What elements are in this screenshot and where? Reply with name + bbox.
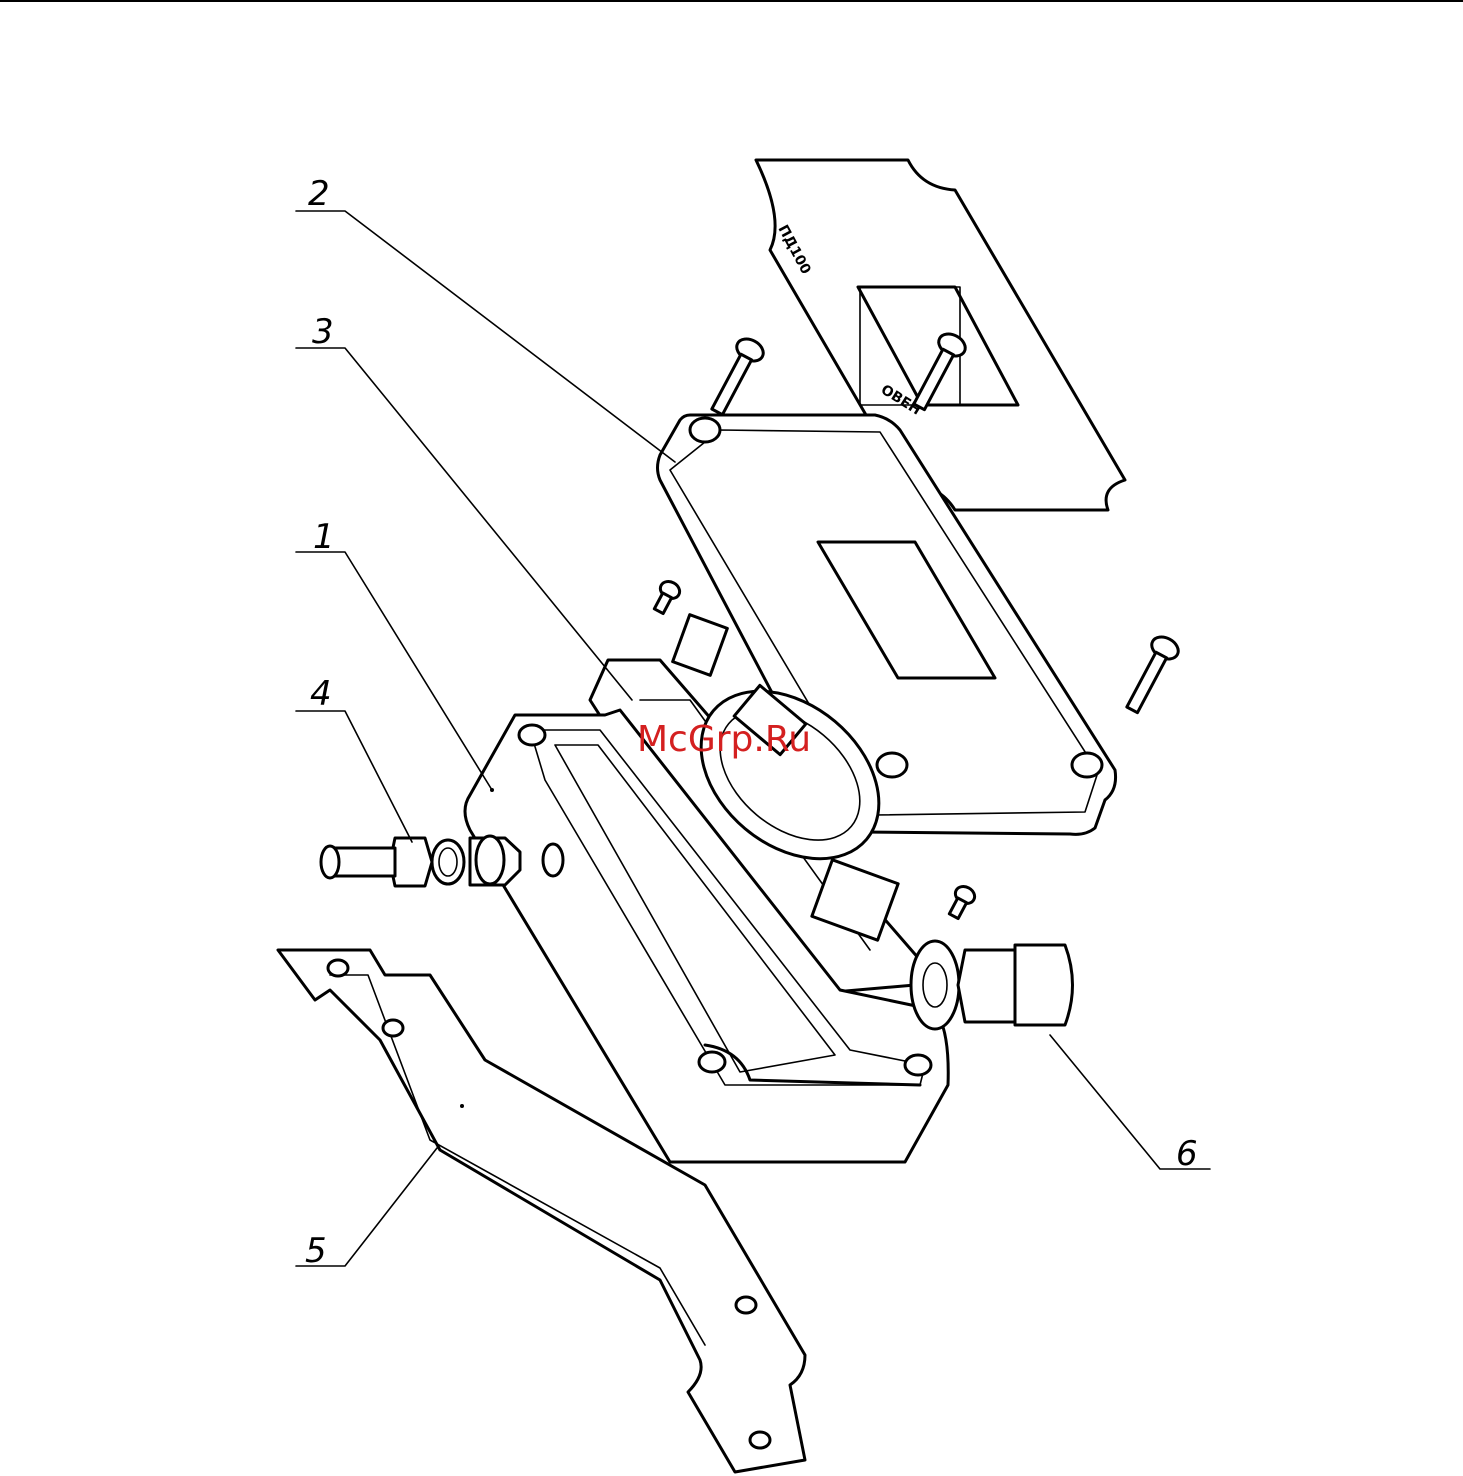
cable-gland-part-6 (911, 941, 1073, 1029)
callout-4-label: 4 (310, 674, 332, 714)
callout-2-label: 2 (308, 174, 330, 214)
callout-5-label: 5 (305, 1231, 327, 1271)
callout-6-label: 6 (1176, 1134, 1198, 1174)
callout-3-label: 3 (312, 312, 334, 352)
callout-1-label: 1 (313, 517, 335, 557)
watermark-text: McGrp.Ru (637, 719, 811, 760)
